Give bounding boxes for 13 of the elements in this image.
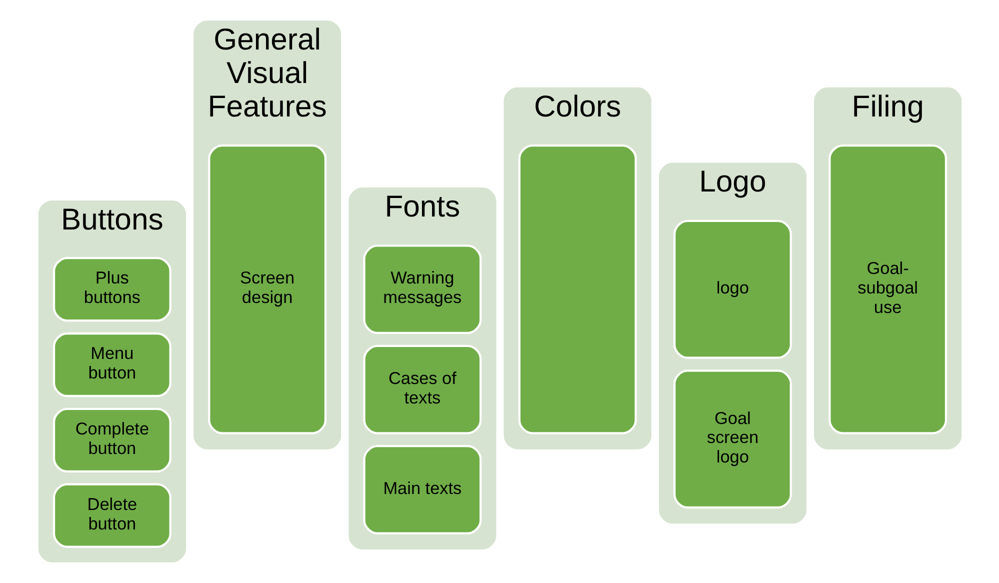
cluster: Colors: [503, 87, 651, 450]
node-box: Complete button: [52, 408, 171, 472]
node-box: Plus buttons: [52, 257, 171, 322]
node-box: Cases of texts: [362, 344, 482, 434]
node-box: Delete button: [52, 483, 171, 548]
node-box: Main texts: [362, 445, 482, 534]
node-box: Menu button: [52, 332, 171, 398]
node-box: logo: [672, 220, 792, 359]
node-box: [518, 144, 636, 434]
node-box: Warning messages: [362, 244, 482, 334]
node-box: Goal screen logo: [672, 370, 792, 509]
node-box: Screen design: [208, 144, 326, 434]
node-box: Goal-subgoal use: [828, 144, 947, 434]
